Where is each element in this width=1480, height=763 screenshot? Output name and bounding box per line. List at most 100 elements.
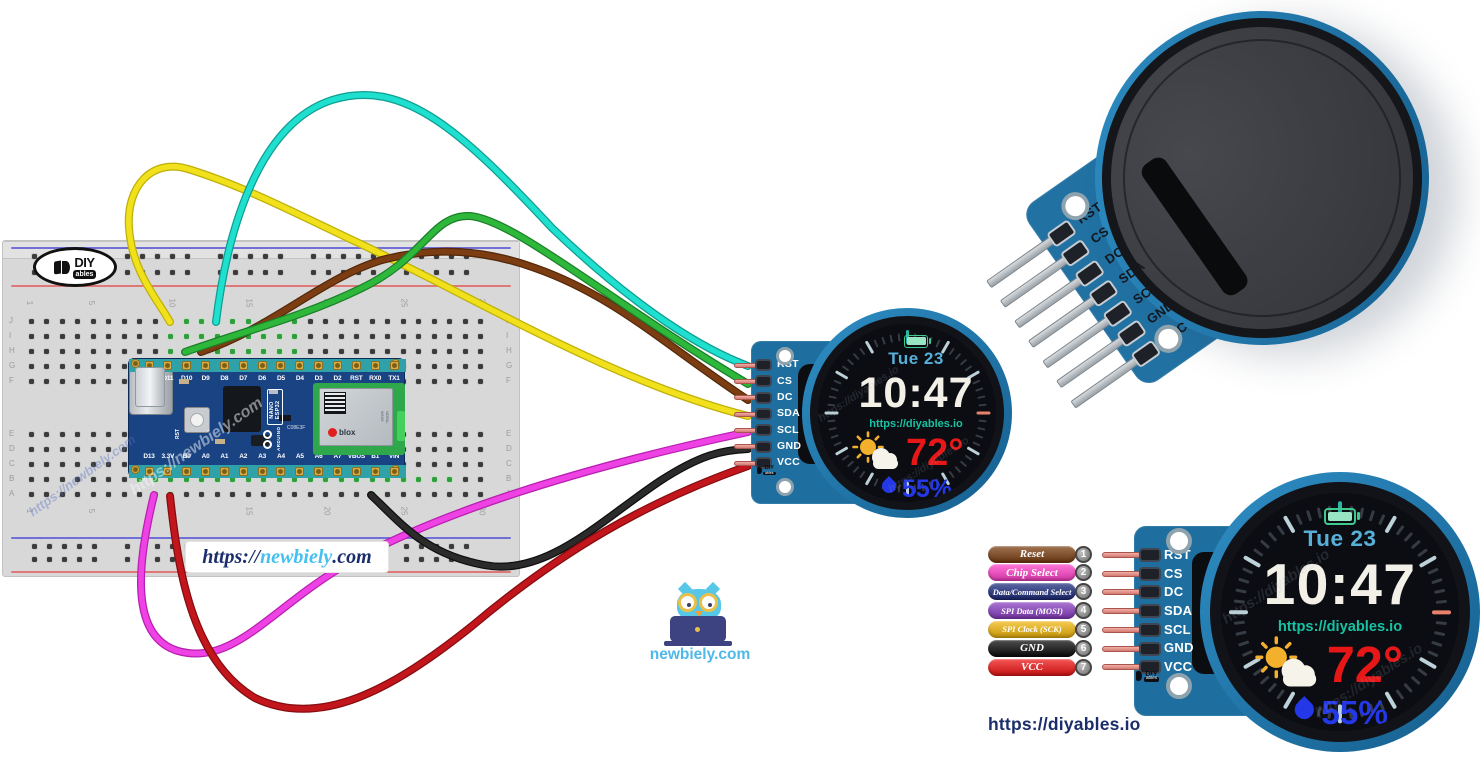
- reset-button-cap: [190, 413, 204, 427]
- breadboard-hole: [447, 491, 452, 497]
- breadboard-hole: [261, 318, 266, 324]
- row-label: J: [9, 316, 13, 325]
- clock-tick: [1242, 656, 1261, 670]
- legend-number: 6: [1075, 639, 1092, 657]
- row-label: B: [9, 474, 15, 483]
- header-pin: [1027, 295, 1098, 349]
- breadboard-hole: [448, 556, 454, 562]
- usb-inner: [135, 367, 165, 407]
- legend-number: 5: [1075, 620, 1092, 638]
- breadboard-hole: [106, 461, 111, 467]
- pin-lead: [734, 411, 757, 417]
- module-pin-pad-gnd: [1116, 319, 1148, 348]
- clock-tick: [1252, 548, 1263, 557]
- breadboard-hole: [183, 348, 189, 354]
- breadboard-hole: [416, 378, 421, 384]
- clock-tick: [1395, 689, 1404, 700]
- pin-lead: [1102, 589, 1141, 596]
- row-label: I: [9, 331, 12, 340]
- breadboard-hole: [447, 318, 452, 324]
- breadboard-hole: [355, 269, 361, 275]
- breadboard-hole: [214, 318, 220, 324]
- breadboard-hole: [448, 253, 454, 259]
- module-pin-pad-sda: [755, 408, 772, 421]
- breadboard-hole: [31, 253, 37, 259]
- newbiely-url-prefix: https://: [202, 545, 261, 568]
- breadboard-hole: [152, 491, 158, 497]
- module-pin-pad-vcc: [755, 457, 772, 470]
- reset-button[interactable]: [184, 407, 210, 433]
- watch-time: 10:47: [1263, 553, 1417, 618]
- breadboard-hole: [106, 491, 111, 497]
- breadboard-hole: [433, 253, 439, 259]
- breadboard-hole: [385, 348, 390, 354]
- header-pin: [999, 255, 1069, 308]
- module-pin-label-scl: SCL: [1130, 279, 1161, 307]
- breadboard-hole: [59, 461, 65, 467]
- clock-tick: [966, 446, 980, 456]
- row-label: F: [9, 376, 14, 385]
- clock-tick: [1358, 507, 1364, 518]
- column-number: 15: [244, 506, 254, 516]
- legend-item-3: Data/Command Select: [988, 583, 1076, 601]
- passive: [215, 439, 225, 444]
- breadboard-hole: [152, 348, 158, 354]
- breadboard-hole: [90, 476, 96, 482]
- diyables-module-logo-icon: [757, 467, 762, 475]
- mounting-hole: [1148, 319, 1188, 359]
- row-label: I: [506, 331, 509, 340]
- power-rail-line: [11, 537, 511, 539]
- legend-number: 1: [1075, 545, 1092, 563]
- breadboard-hole: [400, 348, 406, 354]
- row-label: D: [9, 444, 15, 453]
- breadboard-hole: [199, 333, 204, 339]
- clock-tick: [966, 370, 980, 380]
- breadboard-hole: [292, 491, 297, 497]
- breadboard-hole: [28, 363, 34, 369]
- breadboard-hole: [90, 333, 96, 339]
- breadboard-hole: [307, 318, 313, 324]
- breadboard-hole: [137, 318, 142, 324]
- clock-tick: [1431, 577, 1443, 584]
- display-black-ring: [1210, 482, 1470, 742]
- module-pin-label-dc: DC: [777, 390, 793, 403]
- watermark-diyables: https://diyables.io: [818, 363, 902, 425]
- module-pin-pad-dc: [1073, 258, 1105, 288]
- breadboard-hole: [385, 318, 390, 324]
- arduino-pin-label: D4: [295, 375, 304, 382]
- clock-tick: [1235, 630, 1246, 636]
- clock-tick: [1241, 649, 1253, 657]
- breadboard-hole: [277, 253, 283, 259]
- breadboard-hole: [214, 348, 220, 354]
- mounting-hole: [1055, 186, 1095, 226]
- clock-tick: [977, 395, 986, 400]
- breadboard-hole: [462, 476, 468, 482]
- clock-tick: [1384, 691, 1398, 710]
- breadboard-hole: [121, 491, 127, 497]
- watch-temperature: 72°: [906, 432, 964, 474]
- screen-rim: [1039, 0, 1480, 401]
- breadboard-hole: [90, 461, 96, 467]
- breadboard-hole: [247, 269, 253, 275]
- board-name: NANO ESP32: [269, 400, 281, 420]
- breadboard-hole: [431, 378, 437, 384]
- clock-tick: [897, 333, 901, 342]
- clock-tick: [834, 370, 848, 380]
- newbiely-url-highlight: newbiely: [260, 545, 333, 568]
- breadboard-hole: [106, 431, 111, 437]
- breadboard-hole: [400, 318, 406, 324]
- arduino-pin-label: A2: [239, 453, 248, 460]
- breadboard-hole: [431, 491, 437, 497]
- clock-tick: [846, 358, 855, 366]
- diyables-module-logo-bottom: ables: [1143, 676, 1160, 683]
- column-number: 20: [321, 298, 331, 308]
- legend-number: 7: [1075, 658, 1092, 676]
- clock-tick: [1403, 682, 1413, 693]
- breadboard-hole: [124, 543, 130, 549]
- breadboard-hole: [463, 543, 469, 549]
- breadboard-hole: [75, 333, 80, 339]
- legend-label: SPI Clock (SCK): [1002, 624, 1062, 635]
- breadboard-hole: [462, 461, 468, 467]
- module-pin-label-scl: SCL: [1164, 621, 1191, 637]
